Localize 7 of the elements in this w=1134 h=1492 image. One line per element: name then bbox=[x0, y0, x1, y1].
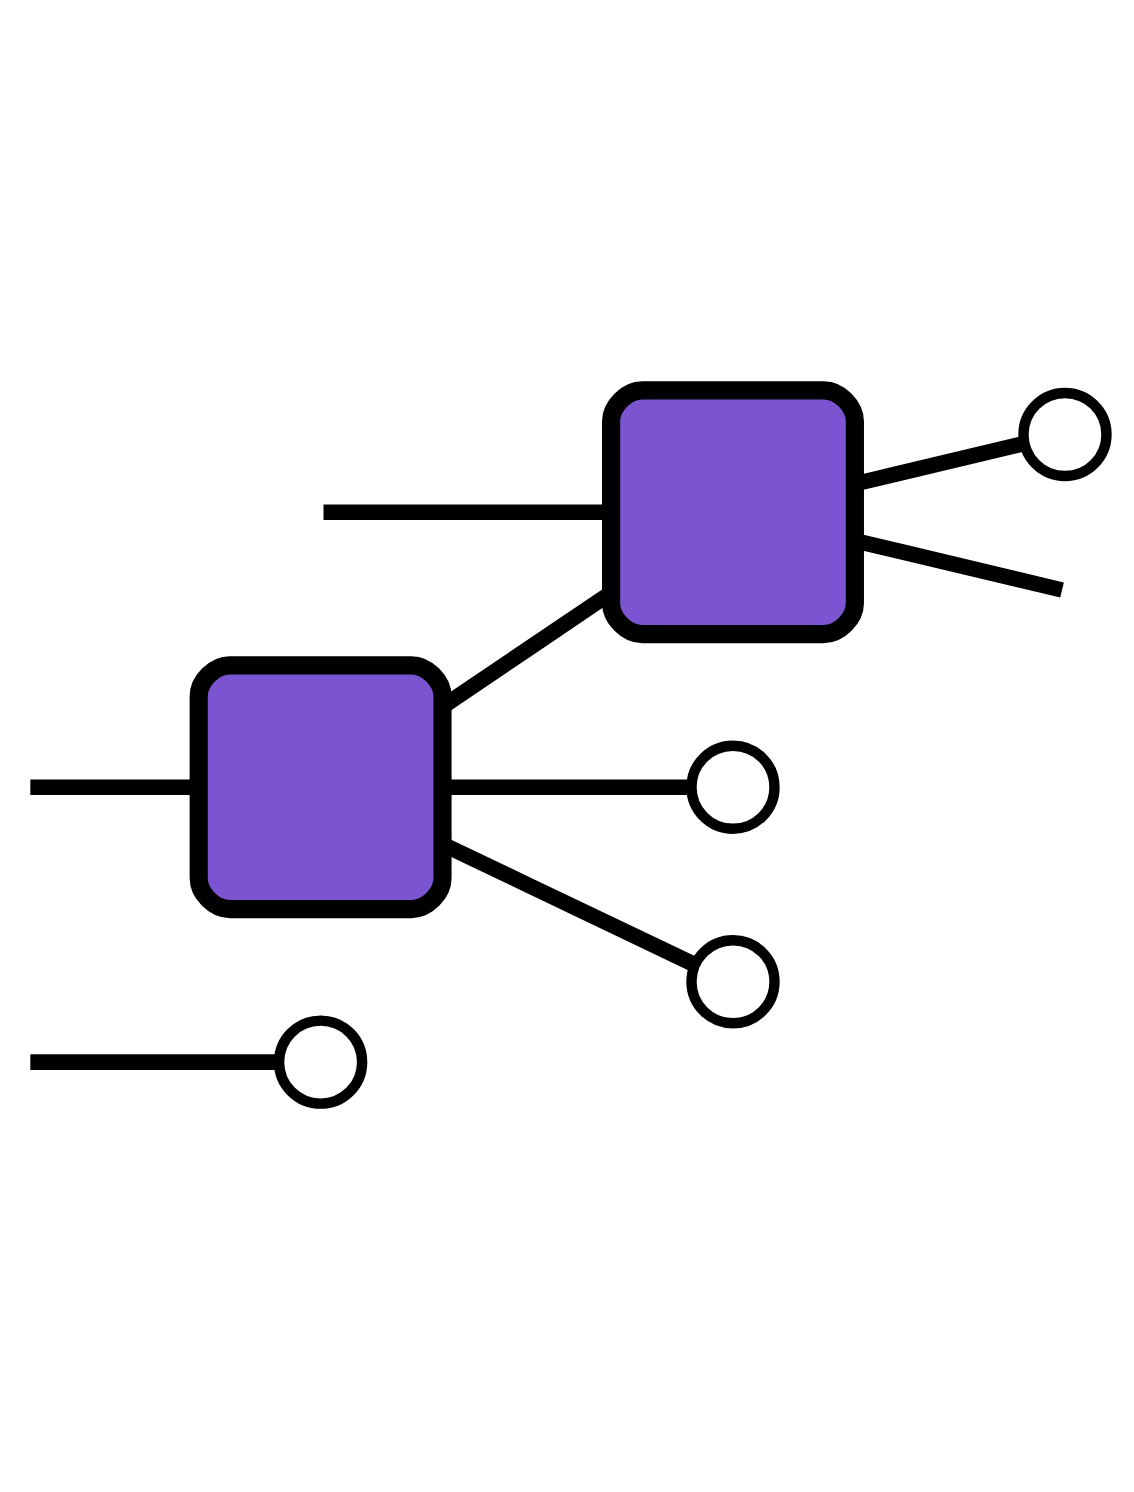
node-circle bbox=[1018, 386, 1112, 481]
node-circle bbox=[273, 1014, 368, 1108]
node-circle bbox=[686, 739, 780, 833]
connector bbox=[30, 1053, 278, 1069]
node-circle bbox=[686, 934, 780, 1028]
node-box bbox=[602, 380, 864, 643]
node-box bbox=[189, 655, 452, 918]
